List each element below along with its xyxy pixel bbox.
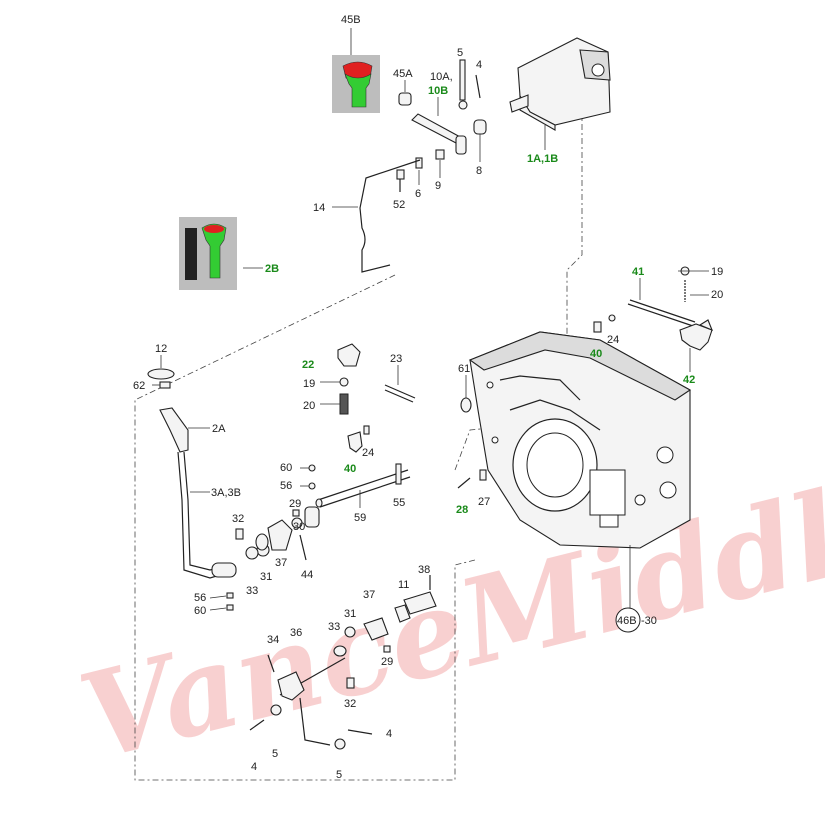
assembly-dash-line-main <box>566 110 583 335</box>
label-9: 9 <box>435 180 441 192</box>
label-33-top: 33 <box>246 585 258 597</box>
shaft-59 <box>315 469 411 508</box>
bushing-61 <box>460 375 472 413</box>
label-56-bottom: 56 <box>194 592 206 604</box>
label-46B: 46B <box>617 615 637 627</box>
lever-10A-10B <box>411 97 467 155</box>
small-parts-top <box>396 59 487 192</box>
label-8: 8 <box>476 165 482 177</box>
label-14: 14 <box>313 202 325 214</box>
label-32-top: 32 <box>232 513 244 525</box>
label-28: 28 <box>456 504 468 516</box>
label-60-bottom: 60 <box>194 605 206 617</box>
label-29-top: 29 <box>289 498 301 510</box>
pins-55-28-27 <box>395 463 487 489</box>
label-46B-circle <box>615 607 641 633</box>
label-22: 22 <box>302 359 314 371</box>
label-27: 27 <box>478 496 490 508</box>
detent-40-24-left <box>347 425 370 453</box>
knob-lever-12-62 <box>147 355 175 389</box>
label-33-bottom: 33 <box>328 621 340 633</box>
label-5-bottom: 5 <box>336 769 342 781</box>
label-19-left: 19 <box>303 378 315 390</box>
label-4-left: 4 <box>251 761 257 773</box>
label-24-left: 24 <box>362 447 374 459</box>
lower-linkage <box>249 575 437 750</box>
lever-2A-3A <box>159 407 237 579</box>
label-6: 6 <box>415 188 421 200</box>
label-32-bottom: 32 <box>344 698 356 710</box>
housing-1A-1B <box>509 37 611 150</box>
label-4-right: 4 <box>386 728 392 740</box>
label-61: 61 <box>458 363 470 375</box>
rod-23 <box>384 365 416 403</box>
detent-22-19-20 <box>337 343 361 415</box>
watermark: VanceMiddle <box>67 446 825 787</box>
label-42: 42 <box>683 374 695 386</box>
label-37-top: 37 <box>275 557 287 569</box>
rod-41 <box>627 278 696 327</box>
label-55: 55 <box>393 497 405 509</box>
leader-lines <box>209 28 709 611</box>
label-40-left: 40 <box>344 463 356 475</box>
label-44: 44 <box>301 569 313 581</box>
label-19-right: 19 <box>711 266 723 278</box>
label-41: 41 <box>632 266 644 278</box>
label-29-bottom: 29 <box>381 656 393 668</box>
label-36: 36 <box>290 627 302 639</box>
label-3A-3B: 3A,3B <box>211 487 241 499</box>
label-23: 23 <box>390 353 402 365</box>
label-2B: 2B <box>265 263 279 275</box>
label-34: 34 <box>267 634 279 646</box>
label-56-top: 56 <box>280 480 292 492</box>
knob-2B-thumbnail <box>179 217 237 290</box>
label-40-right: 40 <box>590 348 602 360</box>
label-31-top: 31 <box>260 571 272 583</box>
label-52: 52 <box>393 199 405 211</box>
label-5-top: 5 <box>457 47 463 59</box>
knob-45B-thumbnail <box>332 55 380 113</box>
label-10B: 10B <box>428 85 448 97</box>
label-60-top: 60 <box>280 462 292 474</box>
assembly-dash-line-left <box>134 274 476 781</box>
assembly-dash-line-shaft <box>454 424 521 471</box>
label-20-right: 20 <box>711 289 723 301</box>
label-20-left: 20 <box>303 400 315 412</box>
label-59: 59 <box>354 512 366 524</box>
label-45B: 45B <box>341 14 361 26</box>
transmission-case <box>468 331 692 610</box>
label-24-right: 24 <box>607 334 619 346</box>
rod-14 <box>332 159 421 273</box>
label-5-mid: 5 <box>272 748 278 760</box>
label-4-top: 4 <box>476 59 482 71</box>
label-62: 62 <box>133 380 145 392</box>
label-31-bottom: 31 <box>344 608 356 620</box>
label-10A: 10A, <box>430 71 453 83</box>
label-45A: 45A <box>393 68 413 80</box>
label-1A-1B: 1A,1B <box>527 153 558 165</box>
fork-42 <box>679 319 713 372</box>
small-pins-left <box>226 464 320 611</box>
label-46B-suffix: -30 <box>641 615 657 627</box>
label-2A: 2A <box>212 423 226 435</box>
label-38: 38 <box>418 564 430 576</box>
label-30: 30 <box>293 521 305 533</box>
label-11: 11 <box>398 579 409 591</box>
label-12: 12 <box>155 343 167 355</box>
label-37-bottom: 37 <box>363 589 375 601</box>
callout-labels: 45B 45A 10A, 10B 5 4 1A,1B 6 9 8 52 14 2… <box>133 14 723 781</box>
